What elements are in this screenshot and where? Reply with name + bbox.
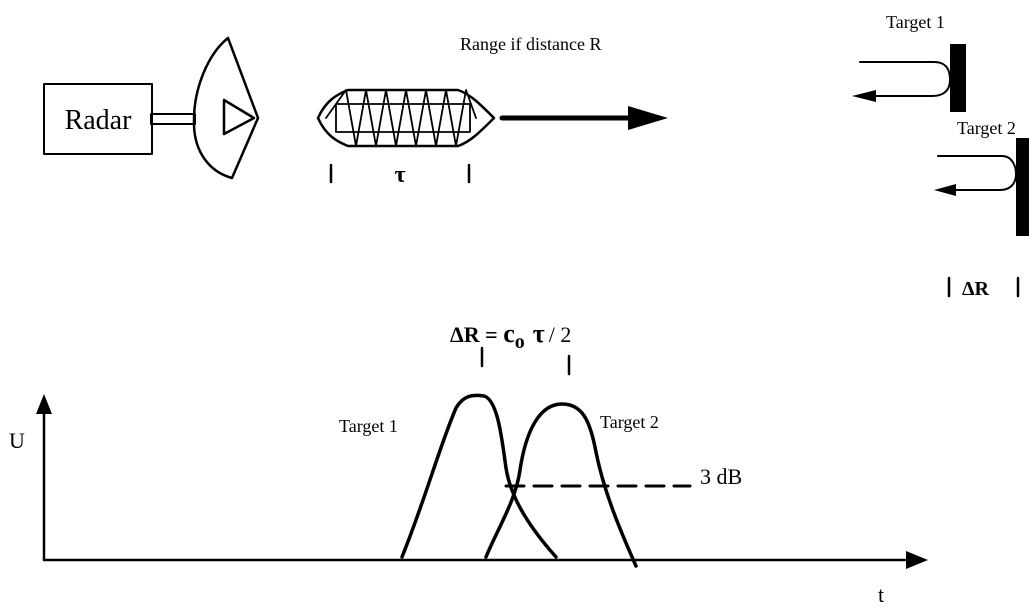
transmitted-pulse <box>316 88 496 148</box>
radar-label: Radar <box>65 105 133 136</box>
propagation-arrow <box>499 106 668 130</box>
formula-lhs: ΔR = <box>450 322 503 347</box>
separation-label: ΔR <box>962 278 990 300</box>
range-label: Range if distance R <box>460 34 601 54</box>
target2-label: Target 2 <box>957 118 1016 138</box>
dish-antenna-icon <box>192 36 260 180</box>
pulse-width-label: τ <box>394 162 405 188</box>
x-axis-label: t <box>878 582 884 607</box>
echo1-label: Target 1 <box>339 416 398 436</box>
echo2-curve <box>484 402 638 568</box>
target1-block <box>950 44 966 112</box>
y-axis-label: U <box>9 428 25 453</box>
target2-block <box>1016 138 1029 236</box>
echo2-label: Target 2 <box>600 412 659 432</box>
target1-label: Target 1 <box>886 12 945 32</box>
target2-echo-arrow <box>934 155 1017 196</box>
formula-c-subscript: o <box>515 331 525 353</box>
formula-tau: τ <box>533 319 545 348</box>
x-axis <box>42 551 928 569</box>
waveguide <box>150 113 196 125</box>
formula-rest: / 2 <box>549 322 572 347</box>
target1-echo-arrow <box>852 61 951 102</box>
formula-c: c <box>503 319 515 348</box>
threshold-label: 3 dB <box>700 464 742 489</box>
echo1-curve <box>400 393 558 559</box>
y-axis <box>36 394 52 562</box>
